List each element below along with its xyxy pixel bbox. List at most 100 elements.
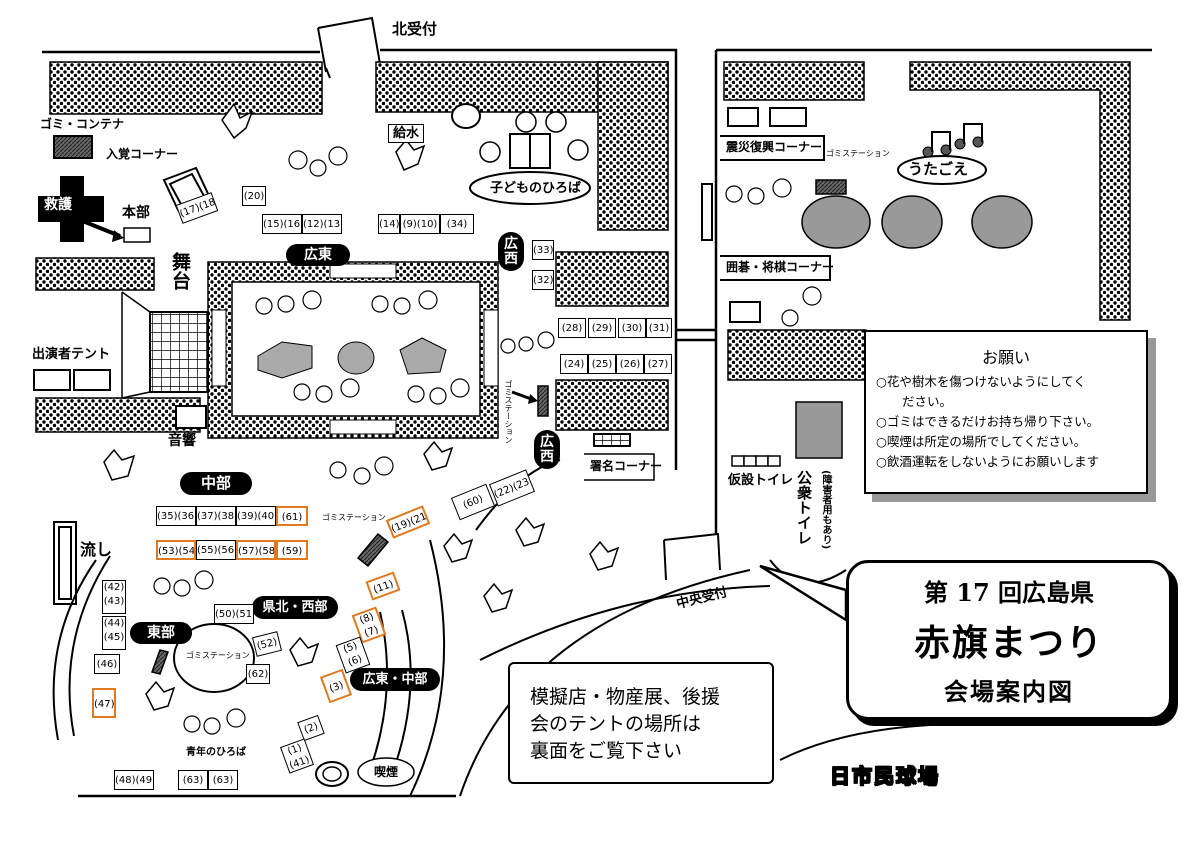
booth: (9)(10) bbox=[400, 214, 440, 234]
notice-box: お願い ○花や樹木を傷つけないようにしてく ださい。 ○ゴミはできるだけお持ち帰… bbox=[864, 330, 1148, 494]
booth: (31) bbox=[646, 318, 672, 338]
booth: (61) bbox=[276, 506, 308, 526]
notice-title: お願い bbox=[981, 348, 1030, 367]
performers-tent-boxes bbox=[33, 369, 111, 391]
signature-corner-label: 署名コーナー bbox=[590, 459, 663, 473]
first-aid-cross-icon bbox=[38, 176, 104, 242]
booth: (27) bbox=[644, 354, 672, 374]
scroll-note: 模擬店・物産展、後援 会のテントの場所は 裏面をご覧下さい bbox=[508, 662, 774, 784]
central-square bbox=[207, 261, 499, 439]
region-central: 中部 bbox=[180, 472, 252, 495]
booth: (28) bbox=[558, 318, 586, 338]
booth: (24) bbox=[560, 354, 588, 374]
garbage-stations bbox=[151, 179, 847, 675]
booth: (46) bbox=[94, 654, 120, 674]
temp-toilet-box bbox=[731, 455, 781, 467]
booth: (47) bbox=[92, 688, 116, 718]
region-hiroshima-west-top: 広西 bbox=[498, 232, 524, 272]
public-toilet-building bbox=[795, 401, 843, 459]
booth: (48)(49) bbox=[114, 770, 154, 790]
hedges bbox=[35, 61, 1131, 433]
music-note-icons bbox=[922, 123, 984, 158]
stadium-label: 日市民球場 bbox=[830, 764, 940, 789]
notice-list: ○花や樹木を傷つけないようにしてく ださい。 ○ゴミはできるだけお持ち帰り下さい… bbox=[866, 372, 1146, 472]
go-shogi-corner-label: 囲碁・将棋コーナー bbox=[726, 260, 835, 274]
booth: (32) bbox=[532, 270, 554, 290]
booth: (57)(58) bbox=[236, 540, 276, 560]
smoking-label: 喫煙 bbox=[374, 765, 399, 779]
arrow-icon bbox=[79, 218, 121, 238]
region-north-west: 県北・西部 bbox=[252, 596, 338, 619]
booth: (29) bbox=[588, 318, 616, 338]
singing-label: うたごえ bbox=[908, 160, 969, 178]
entry-corner-label: 入覚コーナー bbox=[106, 147, 179, 161]
people-illustrations bbox=[153, 146, 822, 735]
booth: (55)(56) bbox=[196, 540, 236, 560]
east-plaza-circle bbox=[173, 623, 255, 693]
first-aid-label: 救護 bbox=[44, 197, 72, 213]
smoking-cloud bbox=[357, 757, 415, 787]
booth: (25) bbox=[588, 354, 616, 374]
region-hiroshima-east-top: 広東 bbox=[286, 244, 350, 266]
booth: (42)(43) bbox=[102, 580, 126, 614]
headquarters-box bbox=[123, 227, 151, 243]
booth: (63) bbox=[178, 770, 208, 790]
scroll-line: 会のテントの場所は bbox=[530, 713, 702, 735]
notice-item: ○花や樹木を傷つけないようにしてく bbox=[876, 374, 1086, 389]
booth: (33) bbox=[532, 240, 554, 260]
edition-label: 第 17 回広島県 bbox=[923, 578, 1095, 607]
booth: (44)(45) bbox=[102, 616, 126, 650]
booth: (26) bbox=[616, 354, 644, 374]
notice-item: ださい。 bbox=[902, 394, 953, 409]
smoking-area-icon bbox=[315, 761, 349, 787]
garbage-station-label-right: ゴミステーション bbox=[826, 149, 890, 158]
garbage-station-label-east: ゴミステーション bbox=[186, 651, 250, 660]
scroll-line: 模擬店・物産展、後援 bbox=[530, 686, 721, 708]
booth: (15)(16) bbox=[262, 214, 302, 234]
booth: (62) bbox=[246, 664, 270, 684]
festival-name: 赤旗まつり bbox=[913, 623, 1104, 664]
site-boundary bbox=[42, 48, 1152, 798]
booth: (53)(54) bbox=[156, 540, 196, 560]
public-toilet-note: (障害者用もあり) bbox=[820, 470, 831, 550]
garbage-station-label-center: ゴミステーション bbox=[322, 513, 386, 522]
booth: (50)(51) bbox=[214, 604, 254, 624]
scroll-line: 裏面をご覧下さい bbox=[530, 740, 683, 762]
map-subtitle: 会場案内図 bbox=[944, 678, 1074, 706]
stage-label: 舞台 bbox=[169, 252, 191, 290]
public-toilet-label: 公衆トイレ bbox=[795, 470, 813, 545]
sink bbox=[53, 521, 77, 605]
north-gate bbox=[317, 16, 385, 79]
booth: (63) bbox=[208, 770, 238, 790]
kids-plaza-label: 子どものひろば bbox=[490, 181, 582, 196]
stage bbox=[121, 291, 209, 429]
region-east-central: 広東・中部 bbox=[350, 668, 440, 691]
garbage-container-label: ゴミ・コンテナ bbox=[40, 117, 125, 131]
booth: (20) bbox=[242, 186, 266, 206]
title-box: 第 17 回広島県 赤旗まつり 会場案内図 bbox=[846, 560, 1172, 720]
signature-corner bbox=[584, 433, 655, 481]
booth: (34) bbox=[440, 214, 474, 234]
booth: (30) bbox=[618, 318, 646, 338]
headquarters-label: 本部 bbox=[122, 205, 150, 221]
central-gate bbox=[663, 532, 721, 581]
right-area bbox=[701, 107, 831, 323]
notice-item: ○飲酒運転をしないようにお願いします bbox=[876, 454, 1100, 469]
sound-label: 音響 bbox=[168, 433, 196, 449]
booth: (39)(40) bbox=[236, 506, 276, 526]
leaf-icons bbox=[103, 102, 620, 711]
booth: (14) bbox=[378, 214, 400, 234]
north-entrance-label: 北受付 bbox=[392, 20, 438, 38]
booth: (12)(13) bbox=[302, 214, 342, 234]
singing-oval bbox=[897, 155, 987, 185]
notice-item: ○ゴミはできるだけお持ち帰り下さい。 bbox=[876, 414, 1100, 429]
booth: (35)(36) bbox=[156, 506, 196, 526]
title-pointer bbox=[759, 564, 848, 623]
booth: (37)(38) bbox=[196, 506, 236, 526]
water-label: 給水 bbox=[388, 124, 425, 143]
temp-toilet-label: 仮設トイレ bbox=[728, 473, 794, 488]
region-hiroshima-west-bottom: 広西 bbox=[534, 430, 560, 470]
youth-plaza-label: 青年のひろば bbox=[186, 747, 246, 758]
booth: (59) bbox=[276, 540, 308, 560]
